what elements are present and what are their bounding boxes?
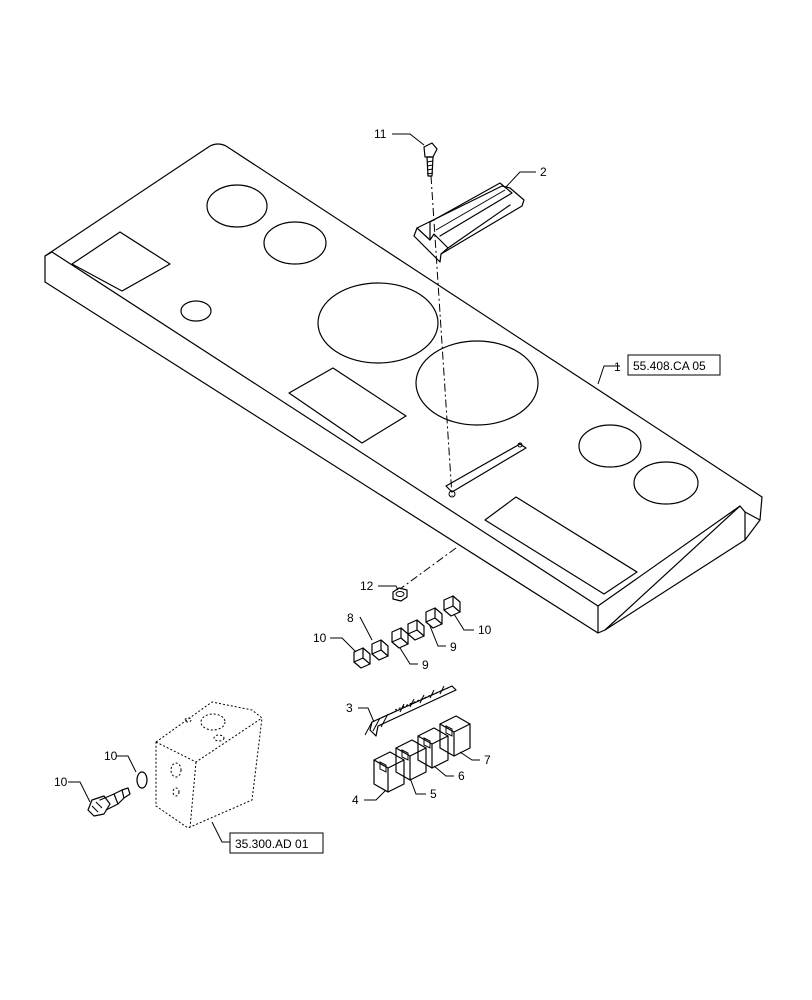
callouts: 11 2 1 12 8 10 9 9 10 3 4 5 6 7 10 10 [54, 127, 621, 807]
callout-7: 7 [484, 753, 491, 767]
callout-11: 10 [54, 775, 68, 789]
rect-opening-3 [484, 496, 638, 595]
bolt [423, 142, 438, 177]
relay-block [373, 715, 471, 793]
leader-lines [68, 133, 620, 843]
gauge-hole-4 [633, 461, 699, 505]
gauge-hole-large-2 [415, 340, 539, 426]
callout-13: 11 [374, 127, 387, 141]
bus-bar [364, 685, 457, 737]
callout-14: 12 [360, 579, 374, 593]
switch-hole [180, 300, 212, 322]
callout-4: 4 [352, 793, 359, 807]
rect-opening-1 [71, 231, 171, 292]
gauge-hole-3 [578, 424, 642, 468]
connector-module [413, 182, 525, 263]
block-reference-label: 35.300.AD 01 [235, 837, 309, 851]
callout-2: 2 [540, 165, 547, 179]
slot-opening [445, 443, 527, 493]
nut [392, 587, 408, 602]
callout-1: 1 [614, 360, 621, 374]
callout-9-upper: 9 [450, 640, 457, 654]
callout-6: 6 [458, 769, 465, 783]
gauge-hole-1 [206, 184, 268, 228]
instrument-panel [44, 143, 763, 634]
callout-9-lower: 9 [422, 658, 429, 672]
fuse-set [353, 595, 461, 669]
callout-12: 10 [104, 749, 118, 763]
panel-reference-label: 55.408.CA 05 [633, 359, 706, 373]
panel-reference[interactable]: 55.408.CA 05 [627, 354, 721, 376]
hydraulic-block [155, 701, 263, 829]
callout-10-left: 10 [313, 631, 327, 645]
pressure-switch [87, 787, 131, 817]
o-ring [136, 771, 148, 789]
callout-3: 3 [346, 701, 353, 715]
block-reference[interactable]: 35.300.AD 01 [229, 832, 324, 854]
gauge-hole-2 [263, 221, 327, 265]
gauge-hole-large-1 [317, 282, 439, 364]
rect-opening-2 [288, 367, 407, 444]
callout-8: 8 [347, 611, 354, 625]
callout-5: 5 [430, 787, 437, 801]
callout-10-right: 10 [478, 623, 492, 637]
